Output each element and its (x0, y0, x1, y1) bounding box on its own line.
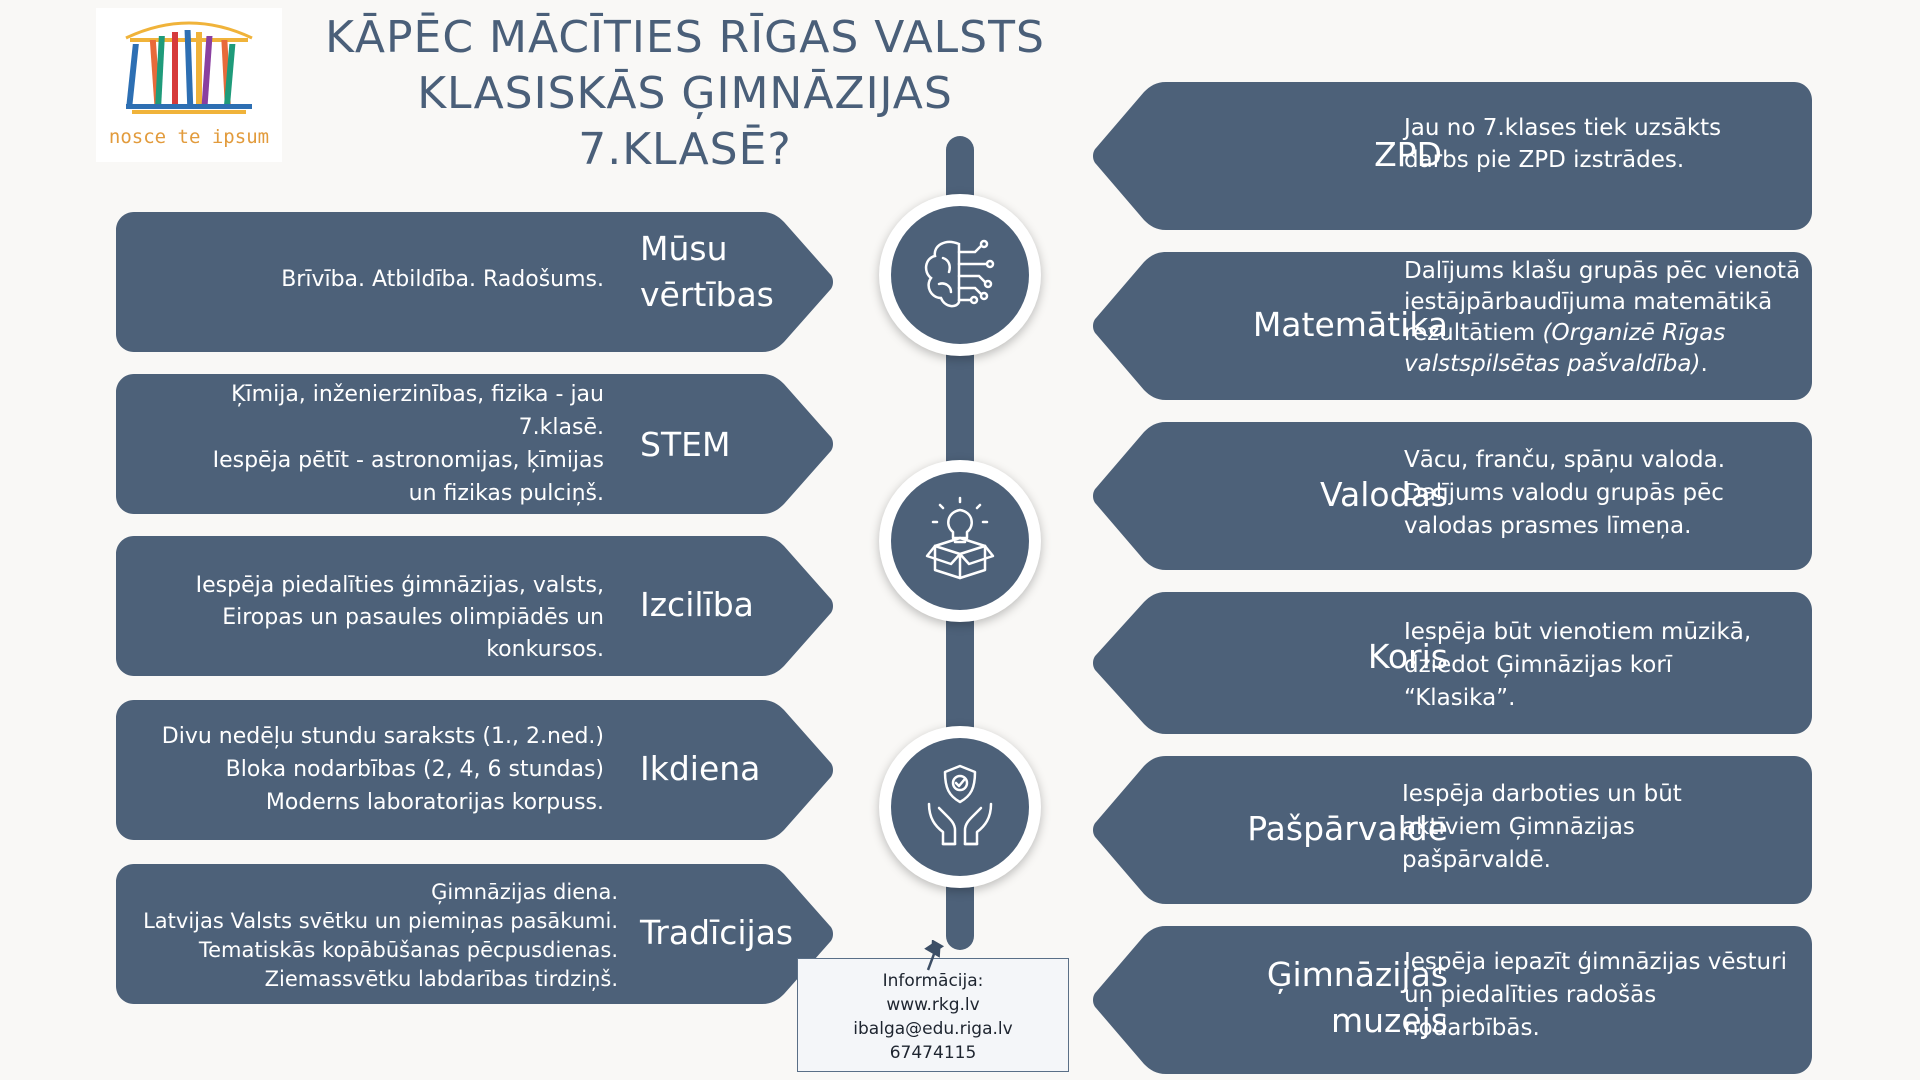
item-heading: Tradīcijas (640, 913, 794, 952)
info-note: Informācija: www.rkg.lv ibalga@edu.riga.… (797, 958, 1069, 1072)
right-item-self-government: Pašpārvalde Iespēja darboties un būt akt… (1092, 756, 1812, 904)
shield-hands-icon (927, 764, 993, 846)
right-item-choir: Koris Iespēja būt vienotiem mūzikā, dzie… (1092, 592, 1812, 734)
item-heading: ZPD (1374, 135, 1442, 174)
page-title: KĀPĒC MĀCĪTIES RĪGAS VALSTS KLASISKĀS ĢI… (325, 12, 1045, 175)
item-heading: Matemātika (1252, 305, 1448, 344)
item-heading: Valodas (1320, 475, 1448, 514)
item-text: Iespēja iepazīt ģimnāzijas vēsturi un pi… (1404, 949, 1787, 1041)
info-email[interactable]: ibalga@edu.riga.lv (853, 1019, 1013, 1039)
item-heading: Mūsu vērtības (640, 229, 774, 314)
item-text: Iespēja piedalīties ģimnāzijas, valsts, … (195, 573, 604, 662)
left-item-excellence: Iespēja piedalīties ģimnāzijas, valsts, … (116, 536, 834, 676)
item-text: Iespēja darboties un būt aktīviem Ģimnāz… (1402, 781, 1682, 873)
item-text: Iespēja būt vienotiem mūzikā, dziedot Ģi… (1404, 619, 1752, 711)
school-logo: nosce te ipsum (96, 8, 282, 162)
icon-circle-2 (879, 460, 1041, 622)
item-text: Jau no 7.klases tiek uzsākts darbs pie Z… (1404, 115, 1722, 173)
left-item-stem: Ķīmija, inženierzinības, fizika - jau 7.… (116, 374, 834, 514)
item-heading: Pašpārvalde (1247, 809, 1448, 848)
item-heading: Koris (1367, 637, 1448, 676)
lightbulb-box-icon (925, 496, 995, 580)
pillars-logo-icon (125, 21, 253, 114)
brain-circuit-icon (924, 239, 995, 308)
info-label: Informācija: (882, 971, 984, 991)
item-text: Dalījums klašu grupās pēc vienotā iestāj… (1404, 258, 1801, 377)
item-heading: Ikdiena (640, 749, 761, 788)
item-heading: STEM (640, 425, 731, 464)
item-text: Ģimnāzijas diena. Latvijas Valsts svētku… (143, 880, 618, 991)
right-item-math: Matemātika Dalījums klašu grupās pēc vie… (1092, 252, 1812, 400)
icon-circle-3 (879, 726, 1041, 888)
left-item-values: Brīvība. Atbildība. Radošums. Mūsu vērtī… (116, 212, 834, 352)
item-heading: Izcilība (640, 585, 754, 624)
item-heading: Ģimnāzijas muzejs (1266, 955, 1448, 1040)
logo-motto: nosce te ipsum (108, 126, 270, 148)
left-item-traditions: Ģimnāzijas diena. Latvijas Valsts svētku… (116, 864, 834, 1004)
item-text: Vācu, franču, spāņu valoda. Dalījums val… (1404, 447, 1726, 539)
right-item-museum: Ģimnāzijas muzejs Iespēja iepazīt ģimnāz… (1092, 926, 1812, 1074)
item-text-italic: (Organizē Rīgas valstspilsētas pašvaldīb… (1404, 320, 1726, 377)
right-item-languages: Valodas Vācu, franču, spāņu valoda. Dalī… (1092, 422, 1812, 570)
info-website[interactable]: www.rkg.lv (886, 995, 980, 1015)
item-text: Ķīmija, inženierzinības, fizika - jau 7.… (212, 382, 604, 506)
pushpin-icon (924, 940, 945, 971)
left-item-daily: Divu nedēļu stundu saraksts (1., 2.ned.)… (116, 700, 834, 840)
right-item-zpd: ZPD Jau no 7.klases tiek uzsākts darbs p… (1092, 82, 1812, 230)
icon-circle-1 (879, 194, 1041, 356)
item-text: Divu nedēļu stundu saraksts (1., 2.ned.)… (161, 724, 604, 815)
info-phone: 67474115 (889, 1043, 977, 1063)
item-text: Brīvība. Atbildība. Radošums. (281, 267, 604, 292)
